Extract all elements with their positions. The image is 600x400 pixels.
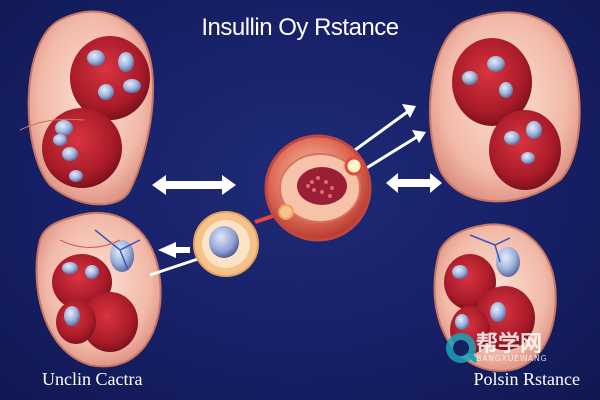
caption-left: Unclin Cactra	[42, 369, 143, 389]
small-arrow-left	[158, 242, 190, 258]
watermark-subtext: BANGXUEWANG	[476, 354, 548, 363]
watermark-text: 帮学网	[476, 332, 543, 357]
watermark: 帮学网 BANGXUEWANG	[436, 326, 576, 370]
double-arrow-left	[152, 175, 236, 195]
left-organ-top	[19, 10, 155, 206]
central-cell	[264, 134, 372, 242]
double-arrow-right	[386, 173, 442, 193]
right-organ-top	[429, 11, 581, 203]
caption-right: Polsin Rstance	[473, 369, 581, 389]
left-organ-bottom	[35, 211, 162, 368]
watermark-logo-icon	[446, 333, 478, 363]
diagram-title: Insullin Oy Rstance	[201, 14, 399, 41]
nucleus-cell	[193, 211, 259, 277]
